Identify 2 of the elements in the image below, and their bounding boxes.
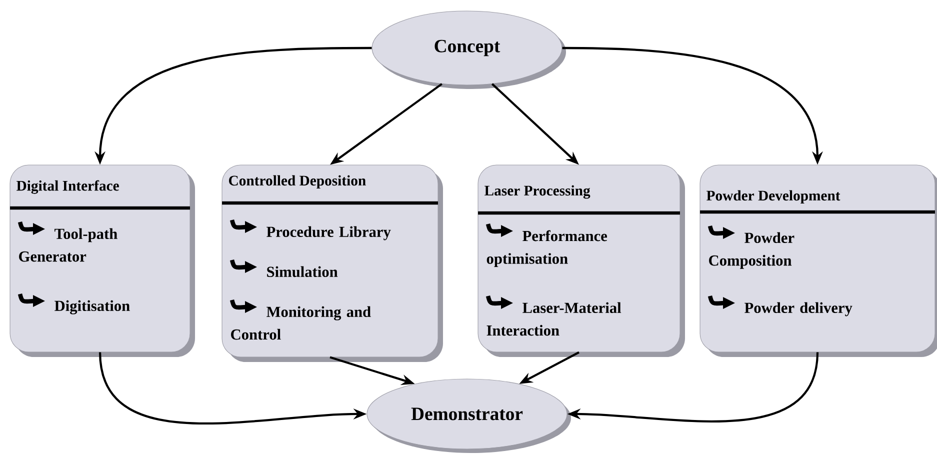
ellipse-node: Concept [372,10,566,89]
ellipse-node: Demonstrator [366,378,571,453]
